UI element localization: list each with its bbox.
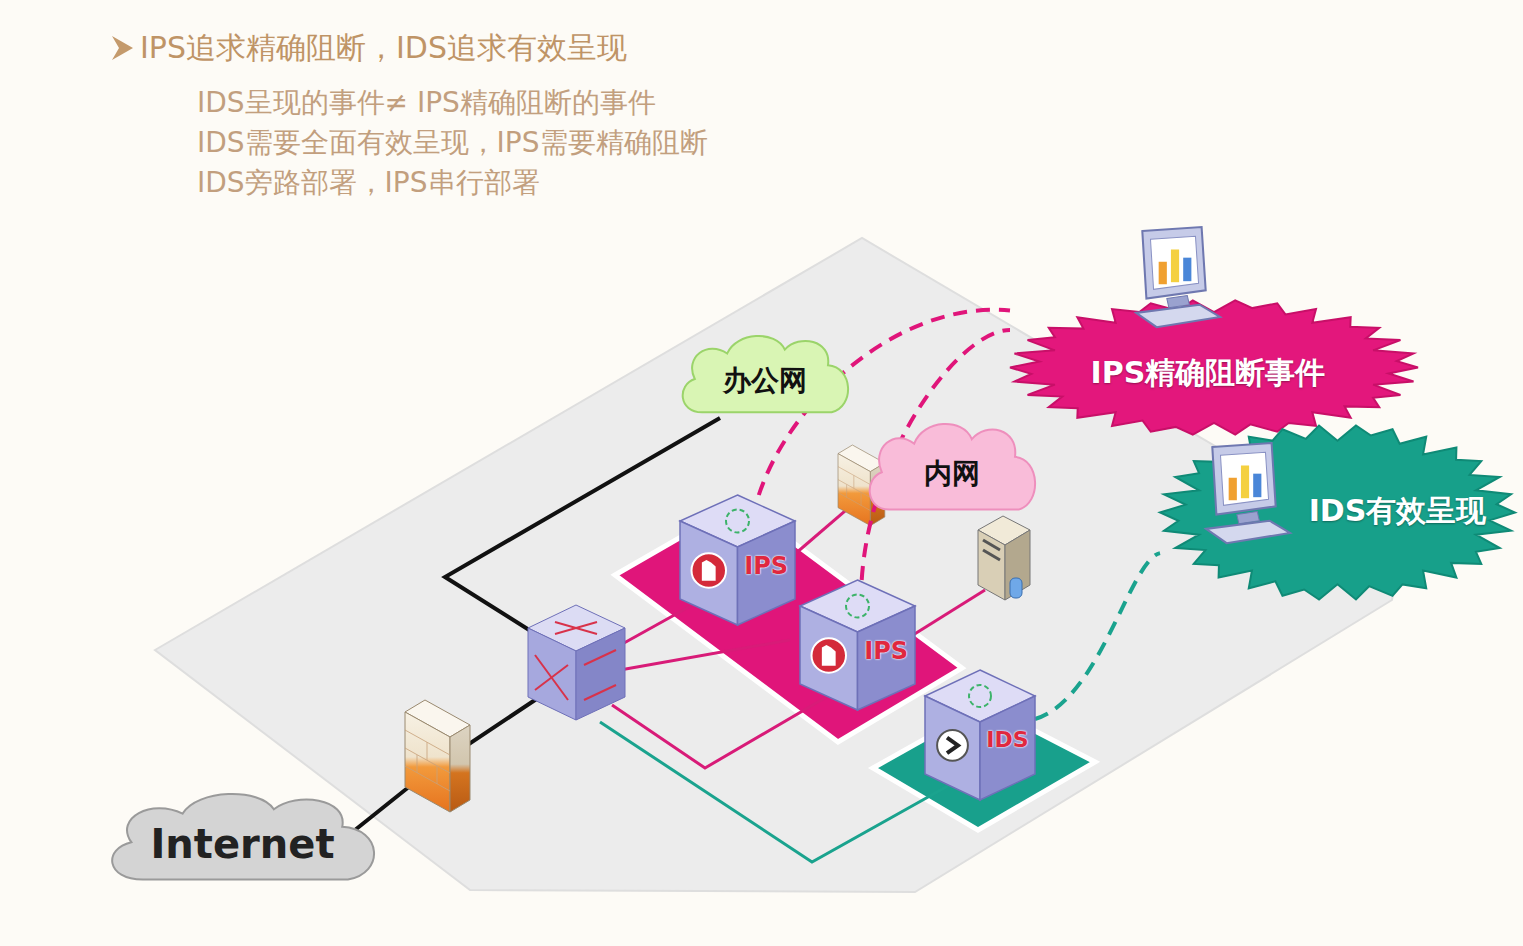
monitor-screen — [1220, 452, 1268, 505]
screen-bar — [1241, 465, 1249, 498]
ids-eye — [937, 730, 968, 761]
monitor-icon — [1136, 227, 1220, 327]
cube-right — [858, 606, 916, 710]
network-cloud: Internet — [100, 785, 385, 895]
firewall-icon — [405, 700, 470, 812]
node-label: IDS有效呈现 — [1292, 491, 1503, 532]
starburst-outline — [1160, 426, 1515, 600]
screen-bar — [1253, 474, 1261, 498]
server-icon — [978, 516, 1030, 600]
teal-wire — [600, 722, 962, 862]
screen-bar — [1171, 249, 1179, 282]
security-device: IDS — [925, 670, 1035, 800]
node-label: IPS — [738, 552, 796, 580]
monitor-frame — [1142, 227, 1205, 299]
event-console: IDS有效呈现 — [1160, 425, 1515, 600]
monitor-icon — [1206, 443, 1290, 543]
note-text: IDS呈现的事件≠ IPS精确阻断的事件 — [197, 84, 656, 122]
cube-left — [800, 606, 858, 710]
stop-hand — [702, 560, 716, 581]
flow-symbol — [726, 510, 749, 533]
security-device: IPS — [800, 580, 915, 710]
cube-right — [980, 696, 1035, 800]
security-device: IPS — [680, 495, 795, 625]
node-label: Internet — [150, 821, 334, 867]
screen-bar — [1183, 258, 1191, 282]
stop-hand-badge — [812, 638, 847, 673]
stop-hand-badge — [692, 553, 727, 588]
node-label: 办公网 — [723, 362, 807, 400]
ips-platform — [615, 503, 962, 742]
flow-symbol — [846, 595, 869, 618]
starburst-frame — [1160, 426, 1515, 600]
node-label: IDS — [980, 727, 1035, 752]
network-cloud: 办公网 — [675, 328, 855, 426]
screen-bar — [1229, 478, 1237, 500]
starburst-outline — [1010, 300, 1418, 434]
starburst-frame — [1010, 300, 1418, 434]
black-wires — [355, 418, 720, 830]
node-label: IPS精确阻断事件 — [1010, 353, 1406, 394]
bullet-arrow — [112, 36, 133, 60]
cube-right — [738, 521, 796, 625]
dashed-link — [1035, 553, 1160, 719]
note-text: IDS旁路部署，IPS串行部署 — [197, 164, 540, 202]
cloud-outline — [112, 794, 374, 880]
keyboard — [1136, 305, 1220, 327]
screen-bar — [1159, 262, 1167, 284]
event-console: IPS精确阻断事件 — [1010, 225, 1418, 435]
flow-symbol — [969, 685, 991, 707]
node-label: 内网 — [924, 455, 980, 493]
network-cloud: 内网 — [862, 415, 1042, 525]
keyboard — [1206, 521, 1290, 543]
switch-cube — [528, 605, 625, 720]
cloud-outline — [683, 336, 848, 412]
cube-left — [925, 696, 980, 800]
cloud-outline — [870, 424, 1035, 510]
monitor-screen — [1150, 236, 1198, 289]
stop-hand — [822, 645, 836, 666]
monitor-frame — [1212, 443, 1275, 515]
slide-title: IPS追求精确阻断，IDS追求有效呈现 — [140, 28, 627, 69]
cube-left — [680, 521, 738, 625]
node-label: IPS — [858, 637, 916, 665]
starburst-shape — [1010, 225, 1418, 435]
ids-symbol — [947, 738, 958, 754]
note-text: IDS需要全面有效呈现，IPS需要精确阻断 — [197, 124, 708, 162]
